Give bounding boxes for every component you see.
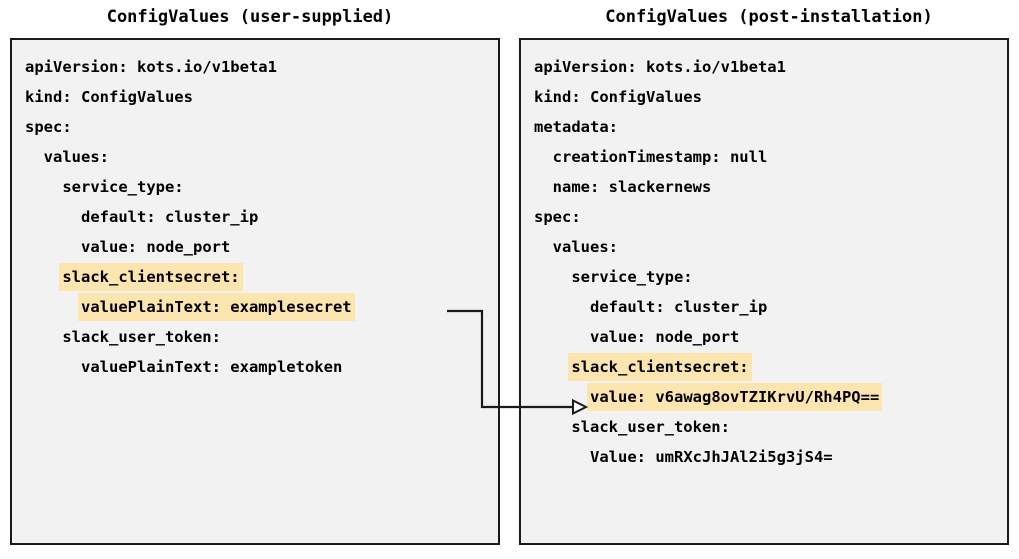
yaml-line: default: cluster_ip: [22, 202, 488, 232]
yaml-line-text: default: cluster_ip: [590, 298, 768, 316]
yaml-line: spec:: [531, 202, 997, 232]
yaml-line-text: value: v6awag8ovTZIKrvU/Rh4PQ==: [587, 383, 883, 411]
left-yaml-code-block: apiVersion: kots.io/v1beta1 kind: ConfigV…: [12, 52, 498, 382]
yaml-indent: [531, 178, 550, 196]
yaml-line-text: Value: umRXcJhJAl2i5g3jS4=: [590, 448, 833, 466]
yaml-line: values:: [531, 232, 997, 262]
yaml-indent: [22, 328, 59, 346]
yaml-line-text: service_type:: [62, 178, 184, 196]
yaml-line-text: value: node_port: [590, 328, 740, 346]
yaml-indent: [531, 388, 587, 406]
yaml-line-text: values:: [552, 238, 618, 256]
yaml-line: slack_user_token:: [22, 322, 488, 352]
yaml-indent: [22, 148, 41, 166]
yaml-indent: [531, 448, 587, 466]
yaml-line: slack_clientsecret:: [22, 262, 488, 292]
yaml-indent: [531, 268, 568, 286]
yaml-line: kind: ConfigValues: [22, 82, 488, 112]
yaml-line-text: default: cluster_ip: [81, 208, 259, 226]
yaml-line: apiVersion: kots.io/v1beta1: [531, 52, 997, 82]
yaml-line: value: v6awag8ovTZIKrvU/Rh4PQ==: [531, 382, 997, 412]
yaml-indent: [22, 358, 78, 376]
yaml-line-text: value: node_port: [81, 238, 231, 256]
yaml-line: kind: ConfigValues: [531, 82, 997, 112]
yaml-line-text: values:: [43, 148, 109, 166]
right-panel-title: ConfigValues (post-installation): [605, 7, 933, 27]
yaml-line-text: kind: ConfigValues: [534, 88, 702, 106]
yaml-indent: [531, 358, 568, 376]
yaml-line-text: apiVersion: kots.io/v1beta1: [534, 58, 786, 76]
yaml-indent: [531, 298, 587, 316]
yaml-indent: [22, 268, 59, 286]
yaml-line: service_type:: [531, 262, 997, 292]
yaml-indent: [22, 298, 78, 316]
yaml-line: value: node_port: [22, 232, 488, 262]
yaml-indent: [531, 148, 550, 166]
yaml-indent: [22, 208, 78, 226]
yaml-line-text: valuePlainText: exampletoken: [81, 358, 343, 376]
yaml-line-text: name: slackernews: [552, 178, 712, 196]
yaml-line: metadata:: [531, 112, 997, 142]
yaml-indent: [22, 238, 78, 256]
yaml-line-text: valuePlainText: examplesecret: [78, 293, 355, 321]
yaml-line: apiVersion: kots.io/v1beta1: [22, 52, 488, 82]
yaml-line: Value: umRXcJhJAl2i5g3jS4=: [531, 442, 997, 472]
yaml-line: creationTimestamp: null: [531, 142, 997, 172]
yaml-line: service_type:: [22, 172, 488, 202]
yaml-indent: [531, 238, 550, 256]
yaml-line: value: node_port: [531, 322, 997, 352]
yaml-line-text: slack_clientsecret:: [59, 263, 243, 291]
yaml-line-text: slack_clientsecret:: [568, 353, 752, 381]
yaml-line-text: service_type:: [571, 268, 693, 286]
right-config-panel: apiVersion: kots.io/v1beta1 kind: ConfigV…: [519, 38, 1009, 545]
yaml-line: slack_user_token:: [531, 412, 997, 442]
left-config-panel: apiVersion: kots.io/v1beta1 kind: ConfigV…: [10, 38, 500, 545]
yaml-line-text: creationTimestamp: null: [552, 148, 768, 166]
yaml-line: values:: [22, 142, 488, 172]
yaml-line-text: slack_user_token:: [571, 418, 730, 436]
yaml-line: name: slackernews: [531, 172, 997, 202]
yaml-line: slack_clientsecret:: [531, 352, 997, 382]
yaml-line: valuePlainText: exampletoken: [22, 352, 488, 382]
yaml-line-text: apiVersion: kots.io/v1beta1: [25, 58, 277, 76]
yaml-indent: [531, 328, 587, 346]
yaml-indent: [22, 178, 59, 196]
right-yaml-code-block: apiVersion: kots.io/v1beta1 kind: ConfigV…: [521, 52, 1007, 472]
yaml-line: spec:: [22, 112, 488, 142]
yaml-line-text: spec:: [534, 208, 581, 226]
yaml-line-text: slack_user_token:: [62, 328, 221, 346]
yaml-indent: [531, 418, 568, 436]
yaml-line: valuePlainText: examplesecret: [22, 292, 488, 322]
yaml-line: default: cluster_ip: [531, 292, 997, 322]
yaml-line-text: kind: ConfigValues: [25, 88, 193, 106]
yaml-line-text: spec:: [25, 118, 72, 136]
left-panel-title: ConfigValues (user-supplied): [106, 7, 394, 27]
yaml-line-text: metadata:: [534, 118, 618, 136]
